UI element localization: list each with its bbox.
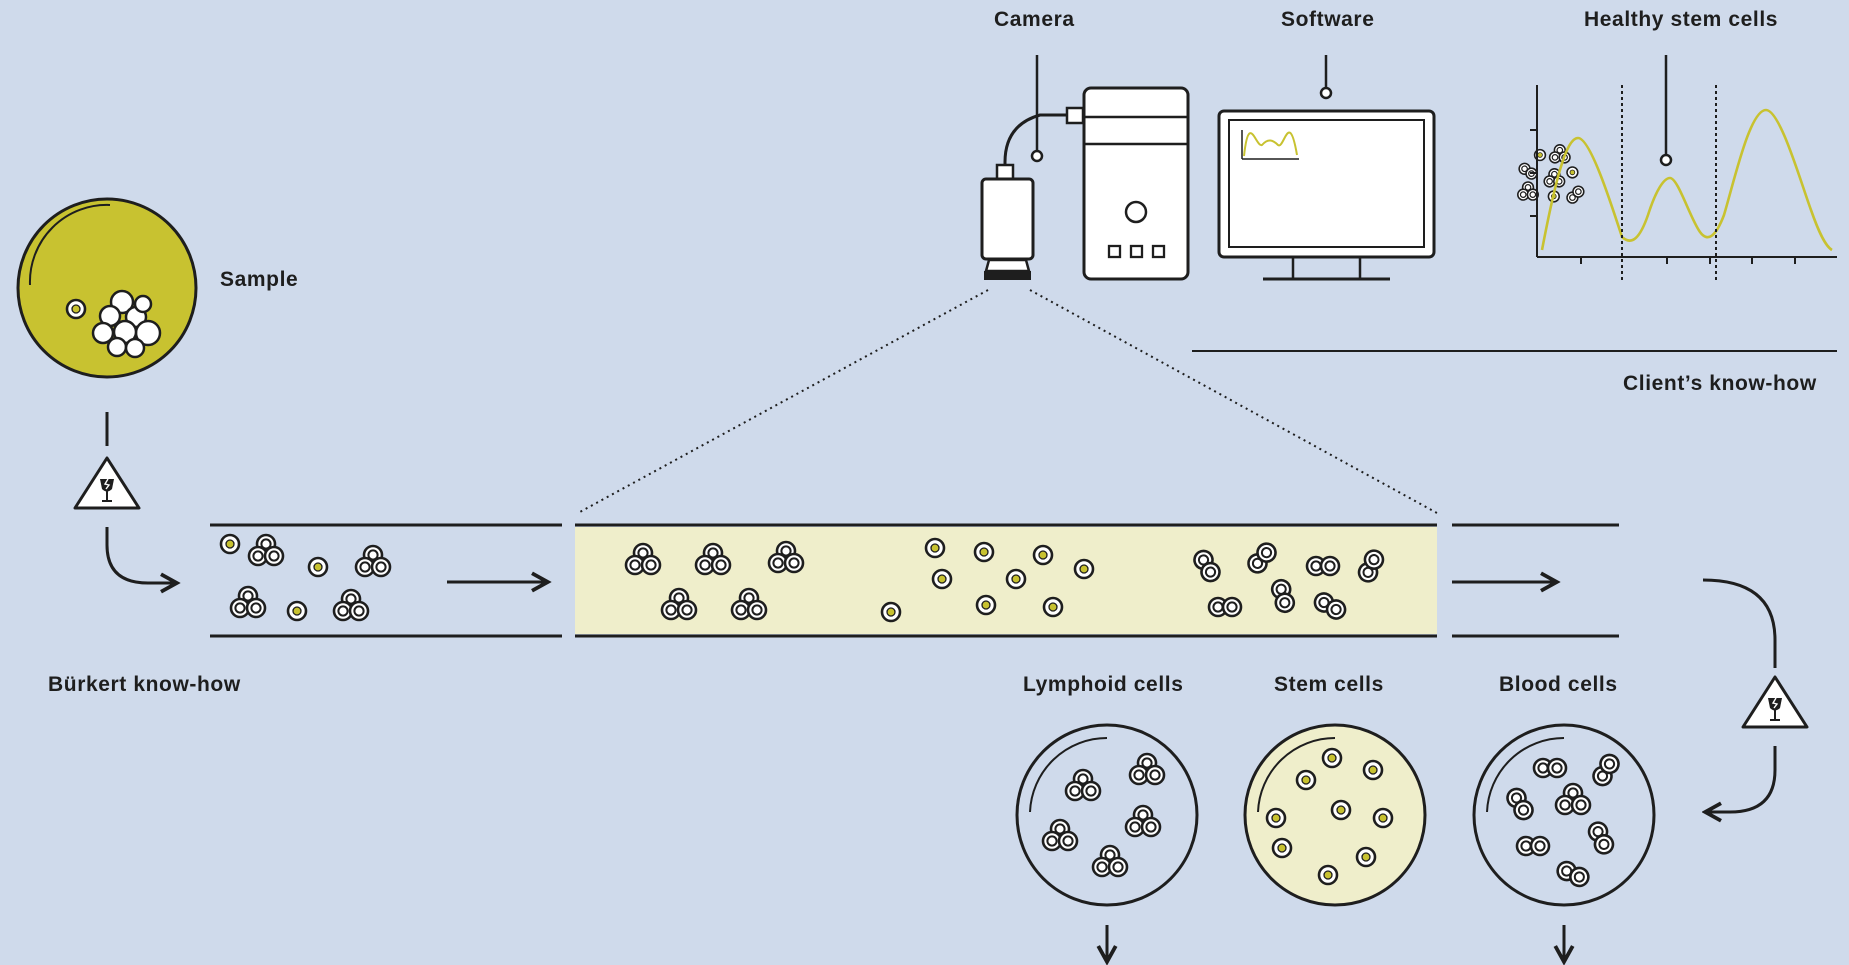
blood-cells-dish <box>1472 723 1656 907</box>
camera-view-cone-left <box>577 289 989 514</box>
fragile-glass-icon <box>1741 675 1809 729</box>
stem-cells-dish <box>1243 723 1427 907</box>
clients-know-how-label: Client’s know-how <box>1623 372 1817 395</box>
imaging-zone <box>575 523 1437 638</box>
blood-cells-label: Blood cells <box>1499 673 1618 696</box>
software-label: Software <box>1281 8 1375 31</box>
channel-inlet <box>210 523 562 638</box>
sample-label: Sample <box>220 268 299 291</box>
camera-icon <box>980 55 1085 280</box>
sample-dish <box>16 197 198 379</box>
monitor-icon <box>1217 55 1587 281</box>
lymphoid-cells-label: Lymphoid cells <box>1023 673 1184 696</box>
camera-label: Camera <box>994 8 1075 31</box>
healthy-stem-cells-label: Healthy stem cells <box>1584 8 1779 31</box>
camera-view-cone-right <box>1029 289 1438 514</box>
computer-tower-icon <box>1082 86 1190 281</box>
inlet-curved-arrow <box>105 527 175 583</box>
cell-cluster <box>91 289 162 359</box>
fragile-glass-icon <box>73 456 141 510</box>
return-line <box>1702 578 1777 668</box>
return-curved-arrow <box>1707 746 1777 812</box>
channel-outlet <box>1452 523 1619 638</box>
stem-cell-graph <box>1530 55 1837 280</box>
burkert-know-how-label: Bürkert know-how <box>48 673 241 696</box>
lymphoid-cells-dish <box>1015 723 1199 907</box>
stem-cells-label: Stem cells <box>1274 673 1384 696</box>
